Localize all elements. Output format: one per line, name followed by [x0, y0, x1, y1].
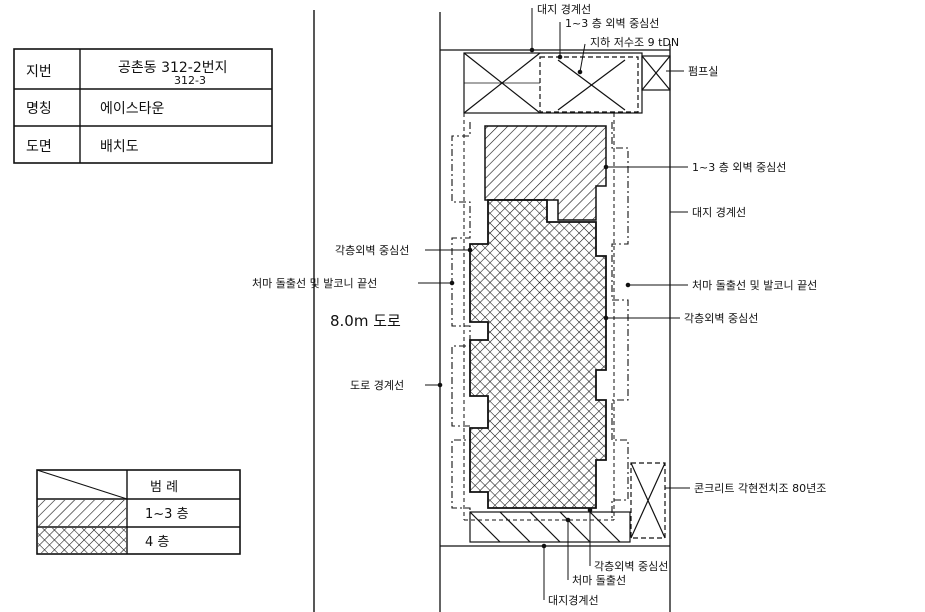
- info-table: 지번 공촌동 312-2번지 312-3 명칭 에이스타운 도면 배치도: [13, 48, 273, 164]
- top-setback-strip: [463, 52, 671, 114]
- info-value-drawing: 배치도: [100, 139, 139, 155]
- legend-label-floor-4: 4 층: [145, 535, 169, 550]
- label-site-boundary-top: 대지 경계선: [537, 3, 591, 16]
- label-wall-center-1-3-right: 1~3 층 외벽 중심선: [692, 161, 786, 174]
- label-concrete-fence: 콘크리트 각현전치조 80년조: [694, 482, 826, 495]
- info-label-name: 명칭: [26, 101, 52, 117]
- label-eaves-balcony-left: 처마 돌출선 및 발코니 끝선: [252, 277, 377, 290]
- label-site-boundary-right: 대지 경계선: [692, 206, 746, 219]
- site-boundary: [439, 12, 671, 612]
- label-wall-center-each-right: 각층외벽 중심선: [684, 312, 758, 325]
- bottom-setback-strip: [469, 462, 666, 543]
- label-pump-room: 펌프실: [688, 65, 718, 78]
- legend-label-floors-1-3: 1~3 층: [145, 507, 189, 522]
- label-eaves-balcony-right: 처마 돌출선 및 발코니 끝선: [692, 279, 817, 292]
- label-wall-center-each-left: 각층외벽 중심선: [335, 244, 409, 257]
- info-value-name: 에이스타운: [100, 101, 165, 117]
- eaves-outline: [451, 122, 629, 520]
- legend-table: 범 례 1~3 층 4 층: [36, 469, 241, 555]
- annotation-labels: 대지 경계선 1~3 층 외벽 중심선 지하 저수조 9 tDN 펌프실 1~3…: [252, 3, 826, 607]
- label-site-boundary-bottom: 대지경계선: [548, 594, 599, 607]
- info-label-drawing: 도면: [26, 139, 52, 155]
- concrete-fence-box: [630, 462, 666, 539]
- label-eaves-bottom: 처마 돌출선: [572, 574, 626, 587]
- wall-center-lines: [463, 113, 615, 521]
- label-wall-center-each-bottom: 각층외벽 중심선: [594, 560, 668, 573]
- legend-title: 범 례: [150, 480, 178, 495]
- info-value-lot: 공촌동 312-2번지: [118, 60, 228, 76]
- legend-swatch-floor-4: [38, 528, 126, 553]
- label-underground-tank: 지하 저수조 9 tDN: [590, 35, 679, 49]
- road-label: 8.0m 도로: [330, 312, 401, 330]
- label-wall-center-1-3-top: 1~3 층 외벽 중심선: [565, 17, 659, 30]
- label-road-boundary: 도로 경계선: [350, 379, 404, 392]
- info-value-lot-2: 312-3: [174, 74, 206, 87]
- info-label-lot: 지번: [26, 64, 52, 80]
- leader-lines: [418, 8, 690, 600]
- legend-swatch-floors-1-3: [38, 500, 126, 526]
- pump-room-box: [641, 55, 671, 91]
- building-floor-4: [469, 199, 607, 509]
